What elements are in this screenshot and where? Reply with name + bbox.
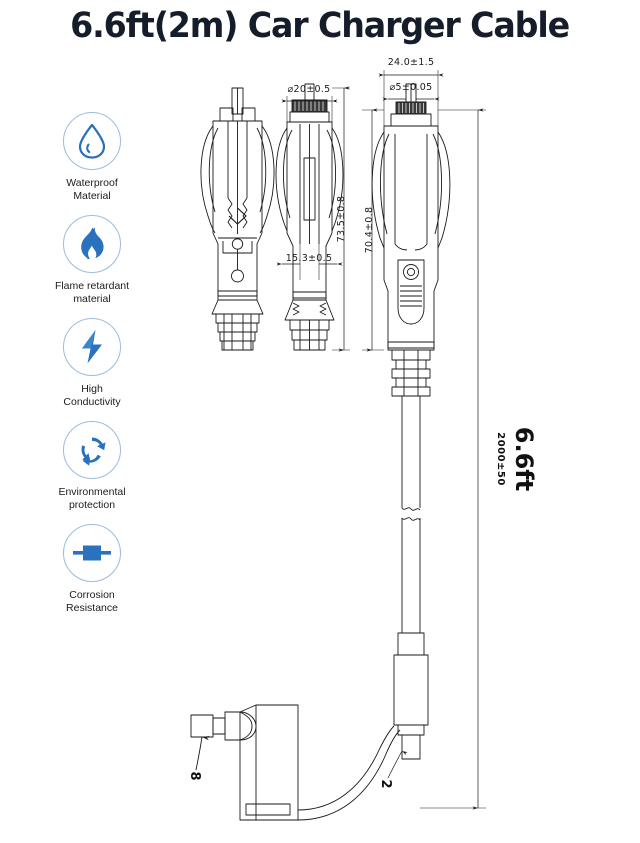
feature-icon-circle	[63, 524, 121, 582]
water-drop-icon	[78, 123, 106, 159]
feature-item-high-conductivity: High Conductivity	[18, 318, 166, 409]
right-angle-dc-connector-view	[190, 704, 401, 821]
feature-icon-circle	[63, 112, 121, 170]
feature-item-waterproof: Waterproof Material	[18, 112, 166, 203]
lightning-bolt-icon	[82, 330, 102, 364]
drawing-canvas: 24.0±1.5 ⌀5±0.05 ⌀20±0.5 15.3±0.5 73.5±0…	[187, 57, 538, 821]
dim-body-length: 70.4±0.8	[364, 207, 375, 254]
feature-item-flame-retardant: Flame retardant material	[18, 215, 166, 306]
feature-label: Flame retardant material	[54, 280, 130, 305]
feature-label: Environmental protection	[58, 486, 126, 511]
flame-icon	[81, 227, 104, 260]
feature-label: Corrosion Resistance	[66, 589, 118, 614]
section-plug-view	[275, 83, 344, 351]
title-bar: 6.6ft(2m) Car Charger Cable	[0, 0, 640, 52]
cable-length-imperial: 6.6ft	[510, 427, 538, 491]
recycle-icon	[81, 437, 106, 466]
feature-icon-circle	[63, 215, 121, 273]
dim-body-diameter: ⌀20±0.5	[288, 84, 331, 95]
outline-plug-view	[371, 83, 451, 760]
dim-center-pin-diameter: ⌀5±0.05	[390, 82, 433, 93]
dim-plug-outer-diameter: 24.0±1.5	[388, 57, 435, 68]
dim-total-plug-length: 73.5±0.8	[336, 196, 347, 243]
cable-tip-callout: 2	[378, 779, 393, 788]
feature-icon-circle	[63, 421, 121, 479]
dim-tail-diameter: 15.3±0.5	[286, 253, 333, 264]
component-icon	[73, 545, 111, 561]
page-title: 6.6ft(2m) Car Charger Cable	[70, 6, 571, 46]
feature-item-environmental-protection: Environmental protection	[18, 421, 166, 512]
feature-icon-circle	[63, 318, 121, 376]
feature-label: Waterproof Material	[66, 177, 118, 202]
feature-item-corrosion-resistance: Corrosion Resistance	[18, 524, 166, 615]
internal-plug-view	[200, 87, 275, 351]
dimension-lines	[276, 70, 486, 810]
technical-drawing: 24.0±1.5 ⌀5±0.05 ⌀20±0.5 15.3±0.5 73.5±0…	[166, 48, 640, 843]
cable-length-metric: 2000±50	[495, 432, 506, 486]
feature-list: Waterproof Material Flame retardant mate…	[18, 112, 166, 627]
dc-connector-callout: 8	[187, 771, 202, 780]
feature-label: High Conductivity	[63, 383, 121, 408]
